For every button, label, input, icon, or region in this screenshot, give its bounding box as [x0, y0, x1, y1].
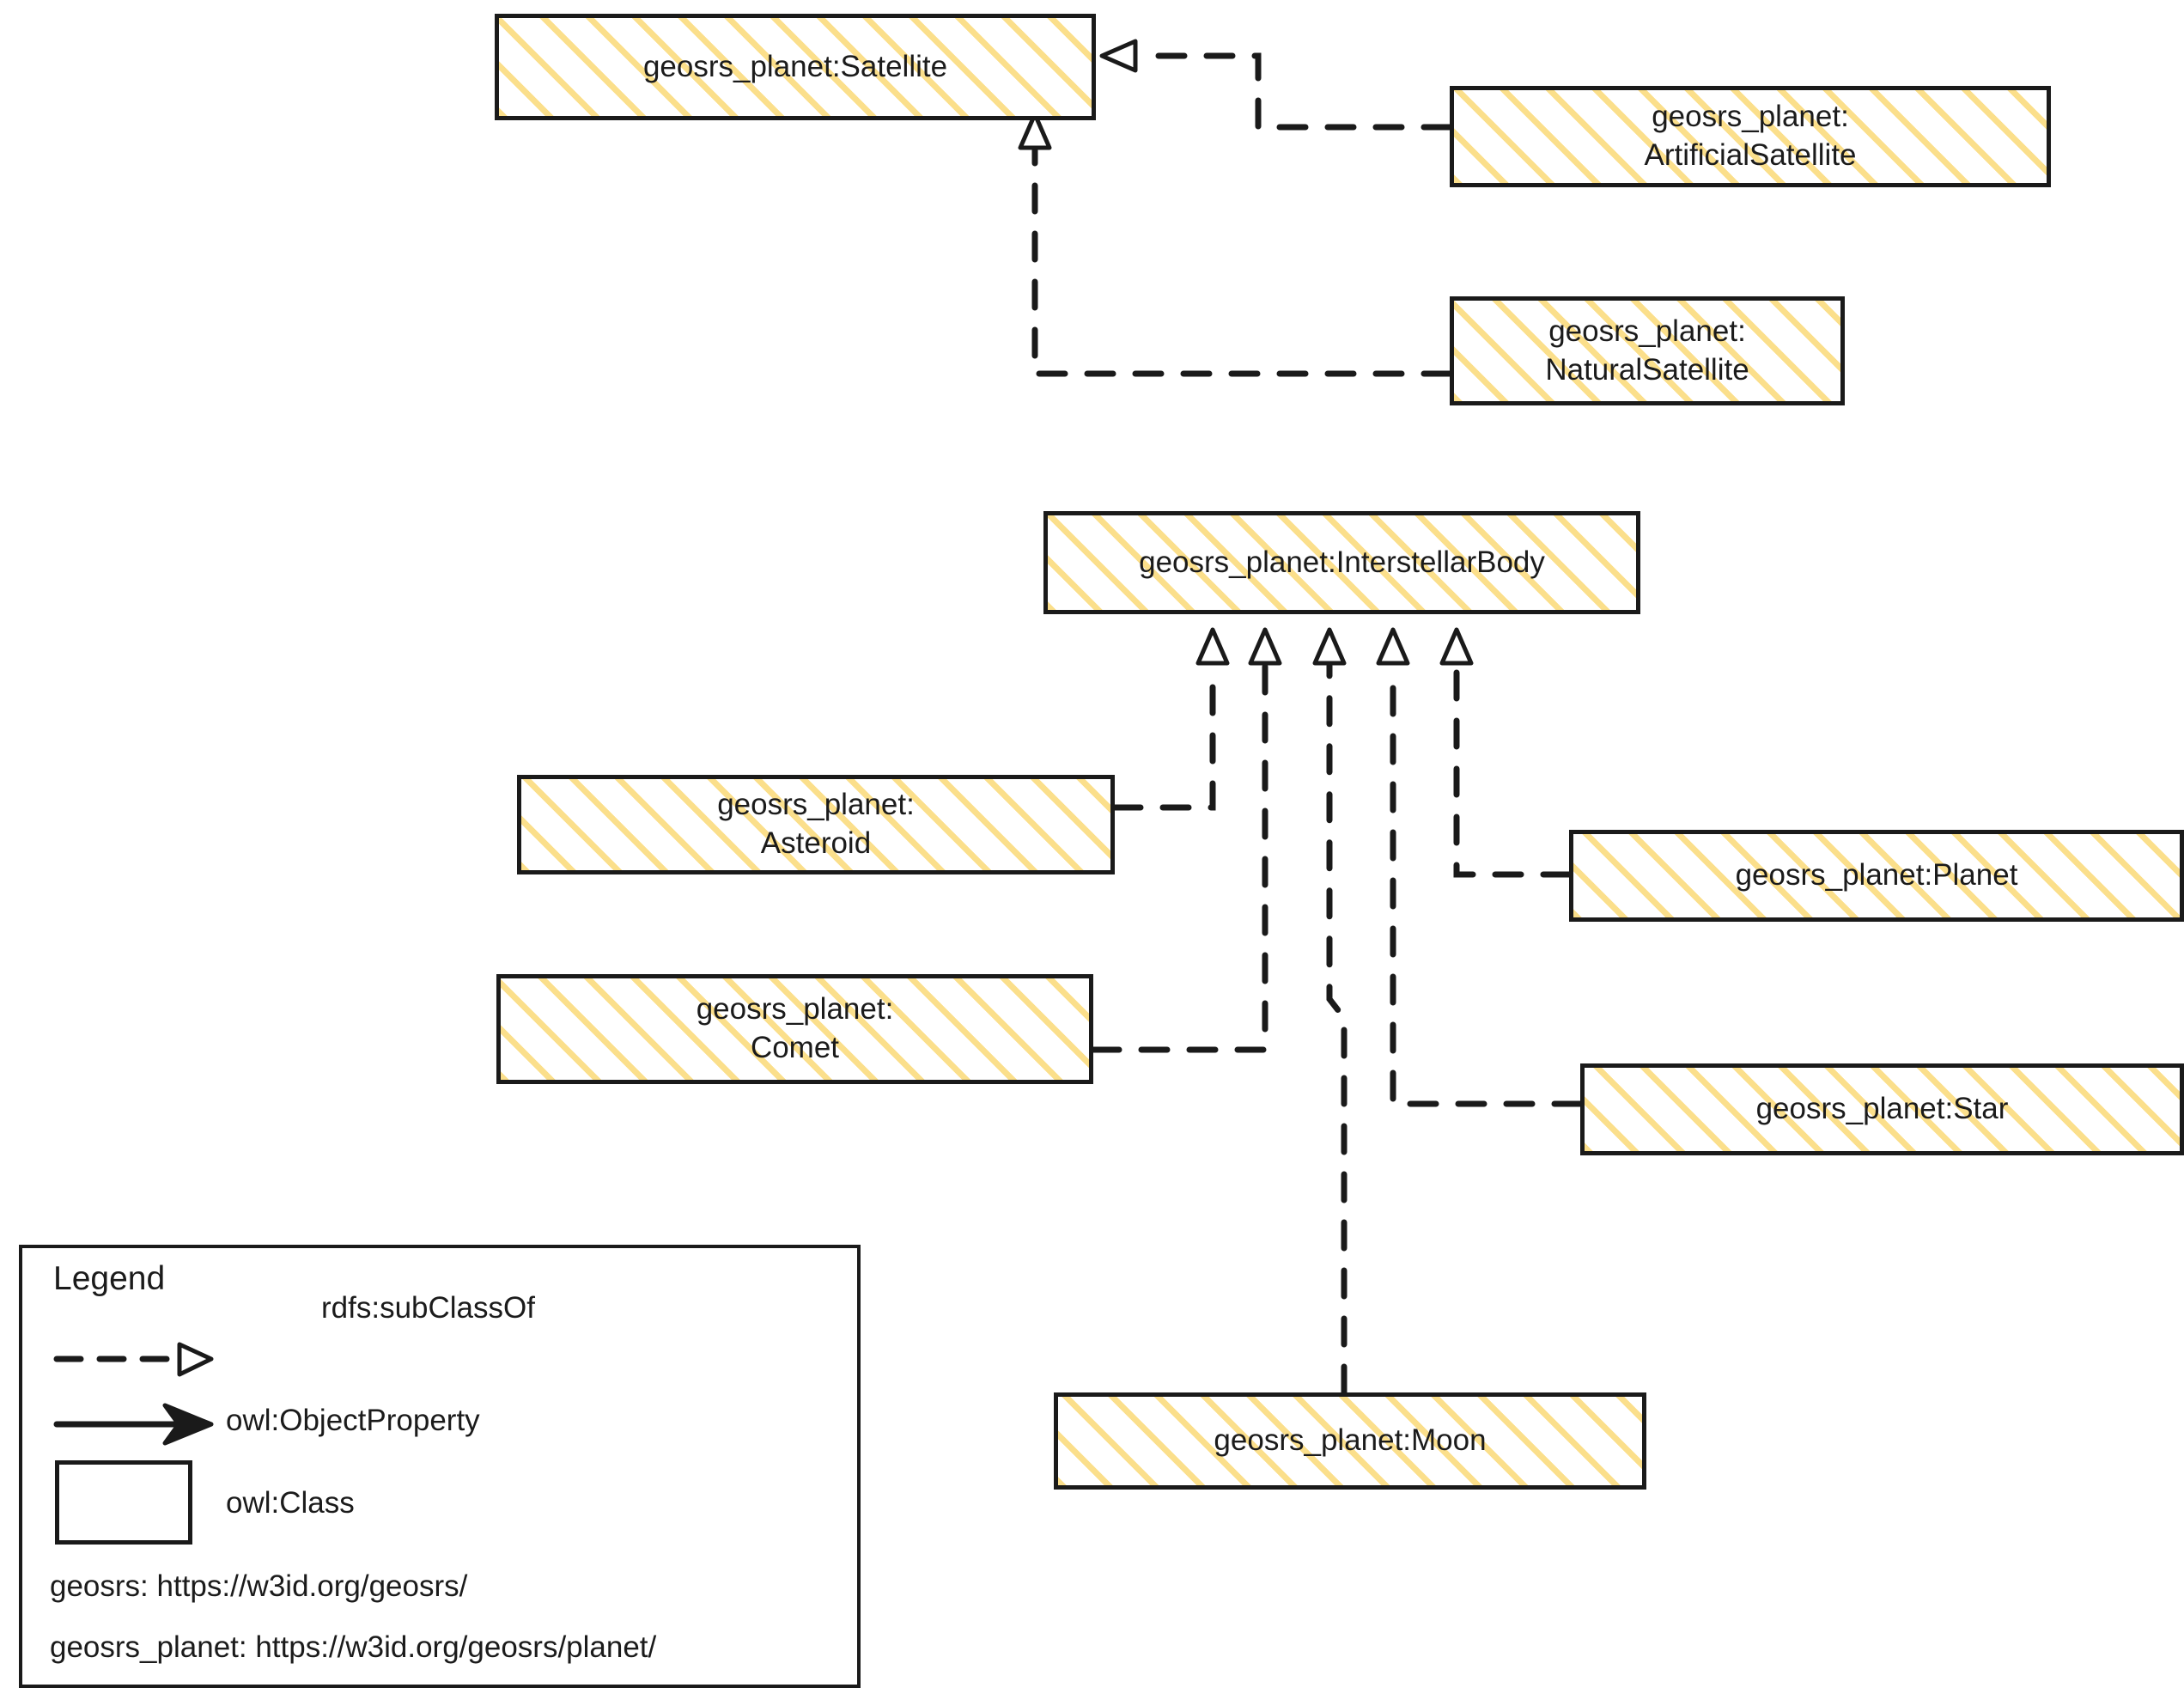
subclassof-arrowhead-icon	[1439, 627, 1474, 666]
class-node-asteroid[interactable]: geosrs_planet: Asteroid	[517, 775, 1115, 874]
edge-star-to-body	[1376, 627, 1584, 1107]
legend-title: Legend	[53, 1260, 166, 1297]
legend-label-subclassof: rdfs:subClassOf	[321, 1291, 535, 1325]
subclassof-arrowhead-icon	[1099, 39, 1138, 73]
edge-comet-to-body	[1090, 627, 1282, 1053]
edge-natural-to-satellite	[1018, 112, 1453, 377]
legend-prefix-geosrs-planet: geosrs_planet: https://w3id.org/geosrs/p…	[50, 1630, 657, 1664]
class-node-star[interactable]: geosrs_planet:Star	[1580, 1063, 2184, 1155]
class-node-planet[interactable]: geosrs_planet:Planet	[1569, 830, 2184, 922]
legend-label-objectproperty: owl:ObjectProperty	[226, 1404, 480, 1437]
subclassof-arrowhead-icon	[1018, 112, 1052, 150]
edge-asteroid-to-body	[1111, 627, 1230, 811]
edge-moon-to-body	[1312, 627, 1348, 1396]
subclassof-arrowhead-icon	[1376, 627, 1410, 666]
legend-prefix-geosrs: geosrs: https://w3id.org/geosrs/	[50, 1569, 468, 1603]
edge-planet-to-body	[1439, 627, 1573, 878]
subclassof-arrowhead-icon	[1195, 627, 1230, 666]
class-node-satellite[interactable]: geosrs_planet:Satellite	[495, 14, 1096, 120]
class-node-interstellar-body[interactable]: geosrs_planet:InterstellarBody	[1043, 511, 1640, 614]
class-node-moon[interactable]: geosrs_planet:Moon	[1054, 1392, 1646, 1490]
class-node-natural-satellite[interactable]: geosrs_planet: NaturalSatellite	[1450, 296, 1845, 405]
edge-artificial-to-satellite	[1099, 39, 1453, 131]
subclassof-arrowhead-icon	[1248, 627, 1282, 666]
class-node-artificial-satellite[interactable]: geosrs_planet: ArtificialSatellite	[1450, 86, 2051, 187]
subclassof-arrowhead-icon	[1312, 627, 1347, 666]
legend-label-class: owl:Class	[226, 1486, 355, 1520]
class-node-comet[interactable]: geosrs_planet: Comet	[496, 974, 1093, 1084]
class-box-icon	[55, 1460, 192, 1545]
